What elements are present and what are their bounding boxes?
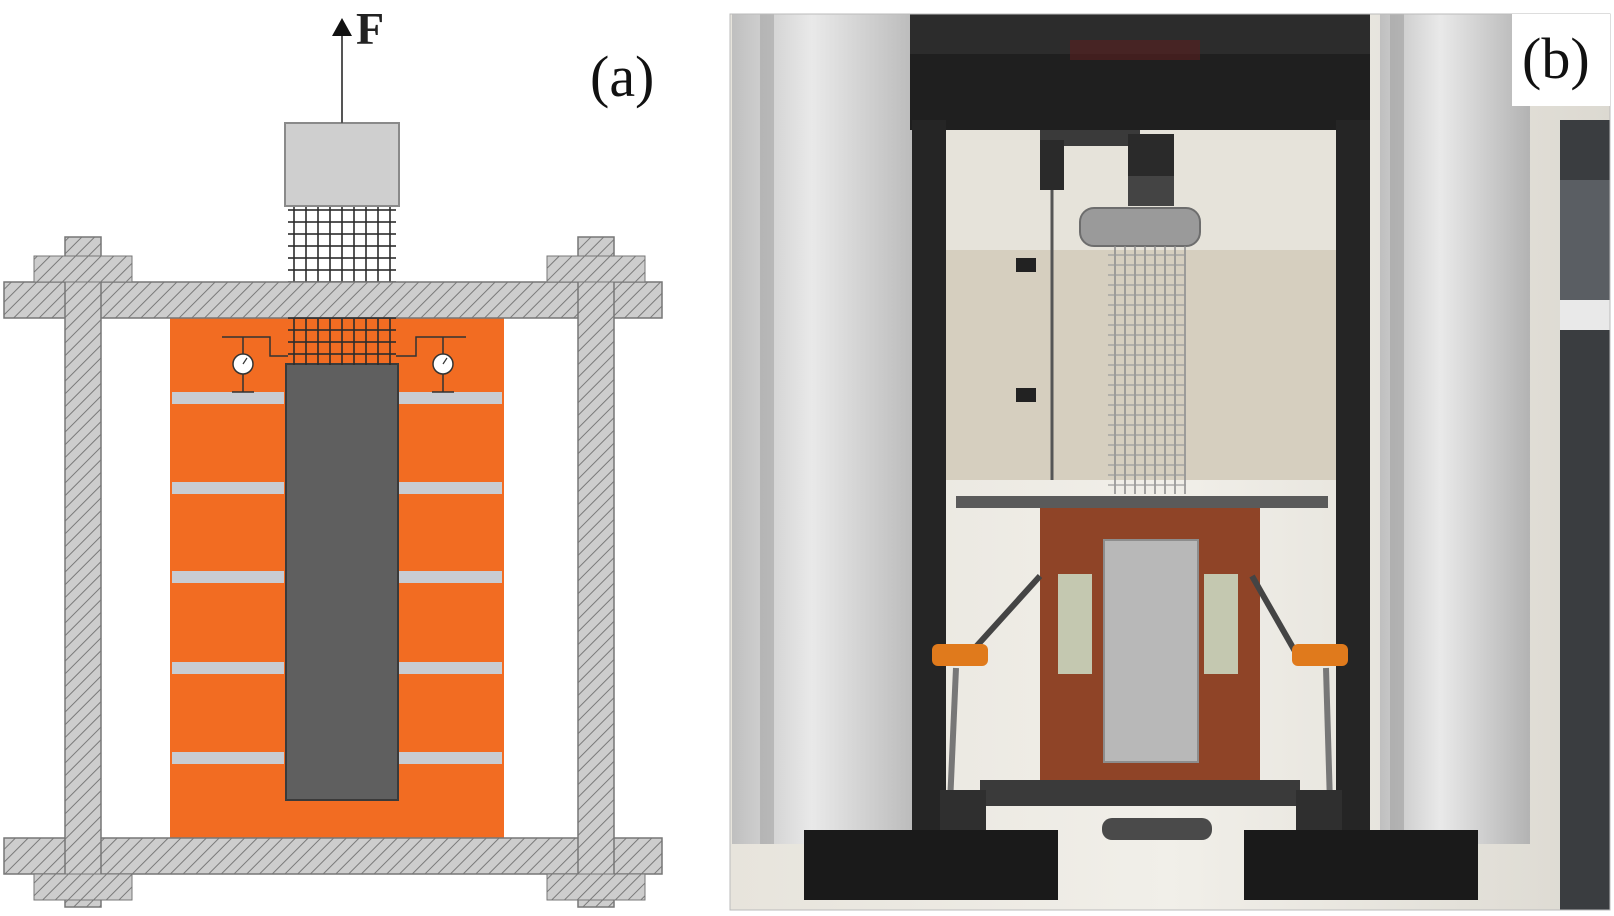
frame-bottom-beam [3,837,663,875]
photo-base-plate [980,780,1300,806]
force-arrow-icon [332,18,352,36]
frame-right-column [577,236,615,908]
specimen [285,363,399,801]
separator-bars [172,392,502,764]
panel-b-label: (b) [1522,26,1590,91]
photo-specimen [1103,539,1199,763]
right-dial-gauge [396,336,466,393]
frame-top-beam [3,281,663,319]
panel-a-schematic: F [3,3,663,908]
force-label: F [356,3,384,54]
left-dial-gauge [222,336,288,393]
photo-geogrid [1108,246,1186,494]
frame-left-column [64,236,102,908]
photo-top-plate [956,496,1328,508]
clamp [284,122,400,207]
photo-grip [1079,207,1201,247]
frame-nuts [33,255,646,901]
photo-right-guide [1336,120,1370,840]
photo-left-guide [912,120,946,840]
panel-b-photo: (b) [729,13,1611,911]
photo-right-column [1380,14,1530,844]
panel-a-label: (a) [590,44,654,109]
